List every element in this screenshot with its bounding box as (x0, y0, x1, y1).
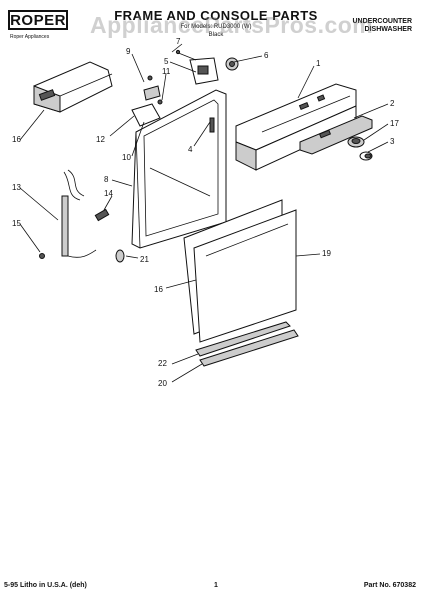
callout-6: 6 (264, 51, 269, 60)
part-knob (347, 136, 365, 148)
callout-labels: 1 2 3 4 5 6 7 8 9 10 11 12 13 14 15 16 1… (12, 37, 399, 388)
footer-litho: 5-95 Litho in U.S.A. (deh) (4, 582, 87, 589)
callout-9: 9 (126, 47, 131, 56)
color-info: Black (208, 32, 224, 38)
part-switch-bracket (175, 49, 219, 85)
product-line-1: UNDERCOUNTER (352, 18, 413, 25)
model-info: For Models: RUD3000 (W) (180, 24, 252, 30)
callout-20: 20 (158, 379, 167, 388)
callout-10: 10 (122, 153, 131, 162)
brand-logo: ROPER (8, 10, 68, 30)
footer-part-number: Part No. 670382 (363, 582, 416, 589)
callout-12: 12 (96, 135, 105, 144)
part-panel-overlay (299, 115, 373, 155)
callout-22: 22 (158, 359, 167, 368)
footer-page-number: 1 (214, 582, 218, 589)
part-door-frame (131, 89, 227, 249)
part-door-panel-inner (193, 209, 297, 343)
part-door-trim (195, 321, 299, 367)
callout-3: 3 (390, 137, 395, 146)
callout-21: 21 (140, 255, 149, 264)
part-spacer (115, 249, 125, 263)
callout-16-top: 16 (12, 135, 21, 144)
part-wire-harness (39, 169, 110, 259)
callout-2: 2 (390, 99, 395, 108)
callout-1: 1 (316, 59, 321, 68)
callout-8: 8 (104, 175, 109, 184)
part-knob-insert (359, 151, 373, 161)
product-label: UNDERCOUNTER DISHWASHER (312, 18, 413, 34)
callout-4: 4 (188, 145, 193, 154)
callout-19: 19 (322, 249, 331, 258)
callout-16-panel: 16 (154, 285, 163, 294)
leader-lines (19, 43, 389, 383)
callout-11: 11 (162, 67, 171, 76)
callout-15: 15 (12, 219, 21, 228)
callout-7: 7 (176, 37, 181, 46)
product-line-2: DISHWASHER (364, 26, 412, 33)
part-latch-assembly (131, 75, 163, 127)
part-console-end-cap (33, 61, 113, 113)
part-timer-dial (225, 57, 239, 71)
callout-13: 13 (12, 183, 21, 192)
callout-14: 14 (104, 189, 113, 198)
callout-5: 5 (164, 57, 169, 66)
page-title: FRAME AND CONSOLE PARTS (114, 8, 318, 23)
brand-subtitle: Roper Appliances (10, 34, 50, 40)
callout-17: 17 (390, 119, 399, 128)
